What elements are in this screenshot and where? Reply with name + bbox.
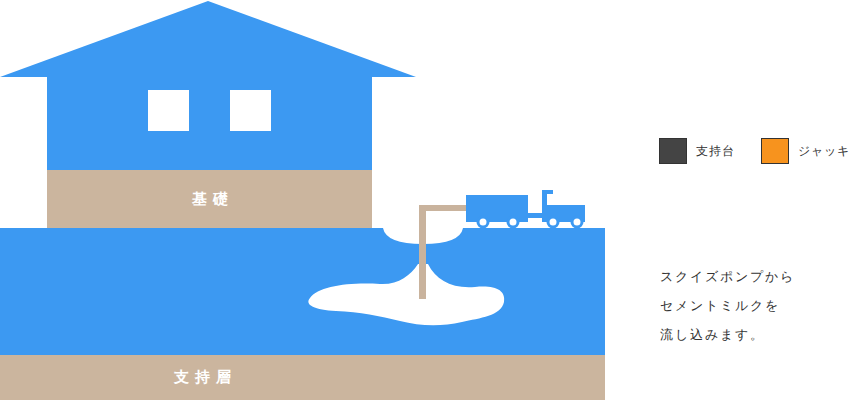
- house-roof: [0, 1, 416, 77]
- legend-entry: ジャッキ: [761, 138, 850, 164]
- window: [230, 90, 271, 131]
- legend-entry: 支持台: [659, 138, 735, 164]
- house-body: [47, 76, 372, 171]
- layer-label: 支持層: [174, 368, 237, 387]
- wheel: [478, 217, 488, 227]
- bearing-layer-band: 支持層: [0, 355, 605, 400]
- ground: [0, 228, 605, 356]
- grout-pipe: [419, 205, 467, 211]
- legend-swatch: [659, 138, 687, 164]
- truck-stack: [542, 190, 553, 194]
- grout-pipe: [419, 205, 426, 299]
- truck-coupling: [528, 213, 543, 218]
- legend-label: ジャッキ: [798, 143, 850, 160]
- explanation-note: スクイズポンプから セメントミルクを 流し込みます。: [660, 262, 798, 349]
- layer-label: 基礎: [192, 190, 234, 209]
- wheel: [572, 217, 582, 227]
- window: [148, 90, 189, 131]
- foundation-band: 基礎: [47, 170, 372, 228]
- wheel: [508, 217, 518, 227]
- wheel: [548, 217, 558, 227]
- legend-swatch: [761, 138, 789, 164]
- legend-label: 支持台: [696, 143, 735, 160]
- cavity: [308, 264, 504, 325]
- pump-tank: [466, 195, 528, 222]
